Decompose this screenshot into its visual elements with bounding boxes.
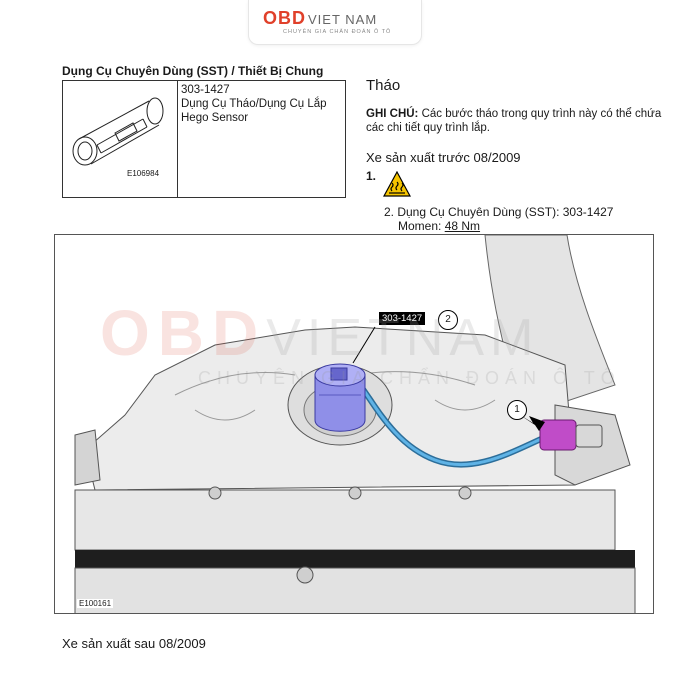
table-divider	[177, 81, 178, 197]
arrow-callout-1	[517, 413, 545, 431]
engine-drawing	[74, 235, 636, 613]
intake-rail	[74, 489, 616, 551]
socket-tool-illustration	[72, 97, 164, 166]
figure-code: E100161	[77, 599, 114, 608]
tool-number: 303-1427	[181, 84, 230, 96]
logo-tagline: CHUYÊN GIA CHẨN ĐOÁN Ô TÔ	[283, 29, 392, 35]
step-1-number: 1.	[366, 169, 377, 183]
sst-heading: Dụng Cụ Chuyên Dùng (SST) / Thiết Bị Chu…	[62, 64, 324, 78]
note-text: Các bước tháo trong quy trình này có thể…	[366, 108, 662, 134]
torque-label: Momen:	[398, 219, 442, 233]
tool-callout-label: 303-1427	[379, 312, 426, 325]
note-label: GHI CHÚ:	[366, 108, 419, 120]
tool-info: 303-1427 Dụng Cụ Tháo/Dụng Cụ Lắp Hego S…	[181, 83, 341, 125]
logo-obd: OBD	[263, 8, 306, 28]
tool-image-code: E106984	[127, 169, 160, 178]
logo-vietnam: VIET NAM	[308, 12, 378, 27]
sensor-connector	[539, 419, 603, 451]
tool-name: Dụng Cụ Tháo/Dụng Cụ Lắp Hego Sensor	[181, 98, 327, 124]
step-2-torque: Momen: 48 Nm	[384, 219, 613, 233]
torque-value-link[interactable]: 48 Nm	[444, 219, 481, 233]
sst-table: E106984 303-1427 Dụng Cụ Tháo/Dụng Cụ Lắ…	[62, 80, 346, 198]
step-2: 2. Dụng Cụ Chuyên Dùng (SST): 303-1427 M…	[384, 205, 613, 233]
hot-surface-warning-icon	[383, 171, 411, 197]
special-tool-303-1427	[314, 363, 366, 432]
model-year-after: Xe sản xuất sau 08/2009	[62, 636, 206, 651]
model-year-before: Xe sản xuất trước 08/2009	[366, 150, 521, 165]
note: GHI CHÚ: Các bước tháo trong quy trình n…	[366, 107, 666, 135]
section-title: Tháo	[366, 77, 401, 94]
engine-illustration: E100161 303-1427 2 1	[54, 234, 654, 614]
callout-2: 2	[438, 310, 458, 330]
callout-1: 1	[507, 400, 527, 420]
step-2-text: 2. Dụng Cụ Chuyên Dùng (SST): 303-1427	[384, 205, 614, 219]
